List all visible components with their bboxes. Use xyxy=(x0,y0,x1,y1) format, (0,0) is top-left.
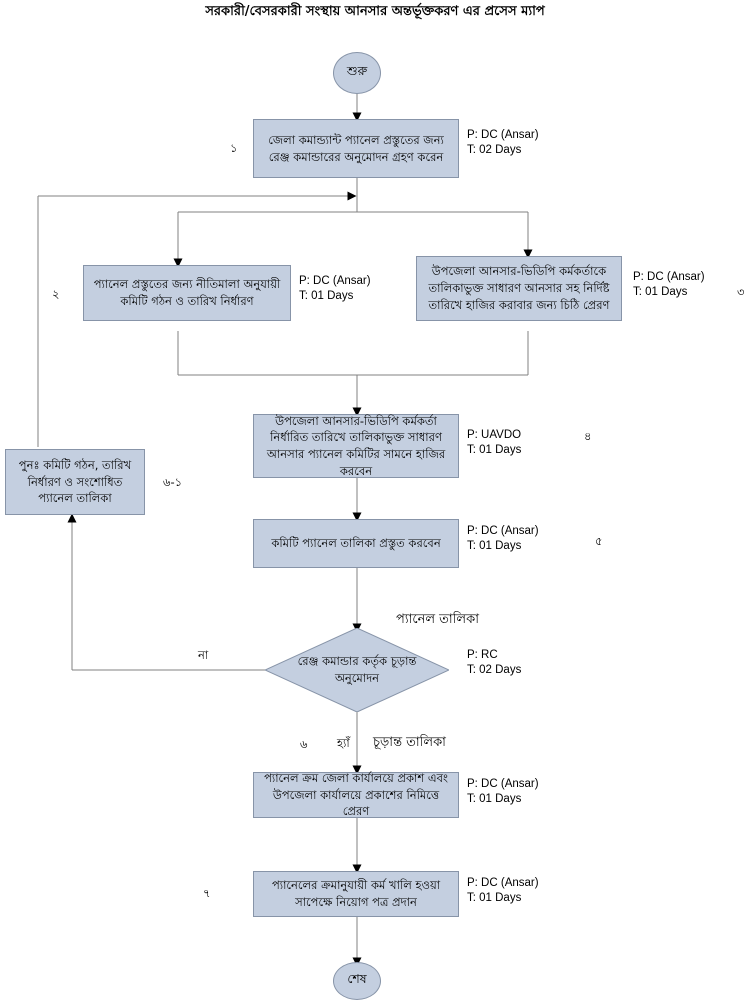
step-number-7: ৭ xyxy=(203,886,211,900)
node-start-label: শুরু xyxy=(346,63,368,78)
decision-yes-label: হ্যাঁ xyxy=(337,736,350,750)
node-letter-to-upazila-officer[interactable]: উপজেলা আনসার-ভিডিপি কর্মকর্তাকে তালিকাভু… xyxy=(416,256,622,321)
node-end-label: শেষ xyxy=(347,971,367,986)
node-rework-committee-revised-list[interactable]: পুনঃ কমিটি গঠন, তারিখ নির্ধারণ ও সংশোধিত… xyxy=(5,449,145,515)
node-1-time: T: 02 Days xyxy=(467,144,522,156)
node-issue-appointment-letter[interactable]: প্যানেলের ক্রমানুযায়ী কর্ম খালি হওয়া স… xyxy=(253,871,459,917)
diamond-shape xyxy=(265,628,449,712)
node-5-time: T: 01 Days xyxy=(467,540,522,552)
node-4-person: P: UAVDO xyxy=(467,429,522,441)
node-2-person: P: DC (Ansar) xyxy=(299,275,371,287)
node-1-person: P: DC (Ansar) xyxy=(467,129,539,141)
node-6-label: প্যানেল ক্রম জেলা কার্যালয়ে প্রকাশ এবং … xyxy=(264,771,448,819)
page-title: সরকারী/বেসরকারী সংস্থায় আনসার অন্তর্ভূক… xyxy=(205,4,545,19)
node-end[interactable]: শেষ xyxy=(333,962,381,1000)
node-district-commandant-approval[interactable]: জেলা কমান্ড্যান্ট প্যানেল প্রস্তুতের জন্… xyxy=(253,119,459,178)
node-6-time: T: 01 Days xyxy=(467,793,522,805)
node-4-time: T: 01 Days xyxy=(467,444,522,456)
decision-input-label: প্যানেল তালিকা xyxy=(396,612,479,627)
node-committee-prepares-panel-list[interactable]: কমিটি প্যানেল তালিকা প্রস্তুত করবেন xyxy=(253,519,459,568)
node-present-ansar-before-committee[interactable]: উপজেলা আনসার-ভিডিপি কর্মকর্তা নির্ধারিত … xyxy=(253,414,459,478)
decision-no-label: না xyxy=(198,648,209,662)
step-number-6: ৬ xyxy=(300,737,308,751)
node-4-label: উপজেলা আনসার-ভিডিপি কর্মকর্তা নির্ধারিত … xyxy=(266,413,446,478)
node-5-person: P: DC (Ansar) xyxy=(467,525,539,537)
step-number-5: ৫ xyxy=(595,534,603,548)
node-7-person: P: DC (Ansar) xyxy=(467,877,539,889)
node-3-time: T: 01 Days xyxy=(633,286,688,298)
node-3-person: P: DC (Ansar) xyxy=(633,271,705,283)
decision-yes-output-label: চূড়ান্ত তালিকা xyxy=(373,735,446,750)
node-2-label: প্যানেল প্রস্তুতের জন্য নীতিমালা অনুযায়… xyxy=(93,277,281,308)
step-number-2: ২ xyxy=(52,287,60,301)
node-1-label: জেলা কমান্ড্যান্ট প্যানেল প্রস্তুতের জন্… xyxy=(268,132,444,164)
step-number-1: ১ xyxy=(230,141,238,155)
node-7-label: প্যানেলের ক্রমানুযায়ী কর্ম খালি হওয়া স… xyxy=(271,878,441,909)
node-2-time: T: 01 Days xyxy=(299,290,354,302)
node-3-label: উপজেলা আনসার-ভিডিপি কর্মকর্তাকে তালিকাভু… xyxy=(428,264,610,312)
decision-person: P: RC xyxy=(467,649,498,661)
node-committee-formation[interactable]: প্যানেল প্রস্তুতের জন্য নীতিমালা অনুযায়… xyxy=(83,265,291,321)
node-6-person: P: DC (Ansar) xyxy=(467,778,539,790)
step-number-3: ৩ xyxy=(737,285,745,299)
decision-label: রেঞ্জ কমান্ডার কর্তৃক চূড়ান্ত অনুমোদন xyxy=(297,654,417,685)
step-number-4: ৪ xyxy=(584,429,592,443)
decision-time: T: 02 Days xyxy=(467,664,522,676)
node-decision-range-commander-approval[interactable]: রেঞ্জ কমান্ডার কর্তৃক চূড়ান্ত অনুমোদন xyxy=(265,628,449,712)
node-publish-panel-order[interactable]: প্যানেল ক্রম জেলা কার্যালয়ে প্রকাশ এবং … xyxy=(253,771,459,819)
step-number-6-1: ৬-১ xyxy=(163,475,183,489)
node-rework-label: পুনঃ কমিটি গঠন, তারিখ নির্ধারণ ও সংশোধিত… xyxy=(18,457,132,506)
node-7-time: T: 01 Days xyxy=(467,892,522,904)
node-5-label: কমিটি প্যানেল তালিকা প্রস্তুত করবেন xyxy=(271,536,441,551)
node-start[interactable]: শুরু xyxy=(333,52,381,94)
